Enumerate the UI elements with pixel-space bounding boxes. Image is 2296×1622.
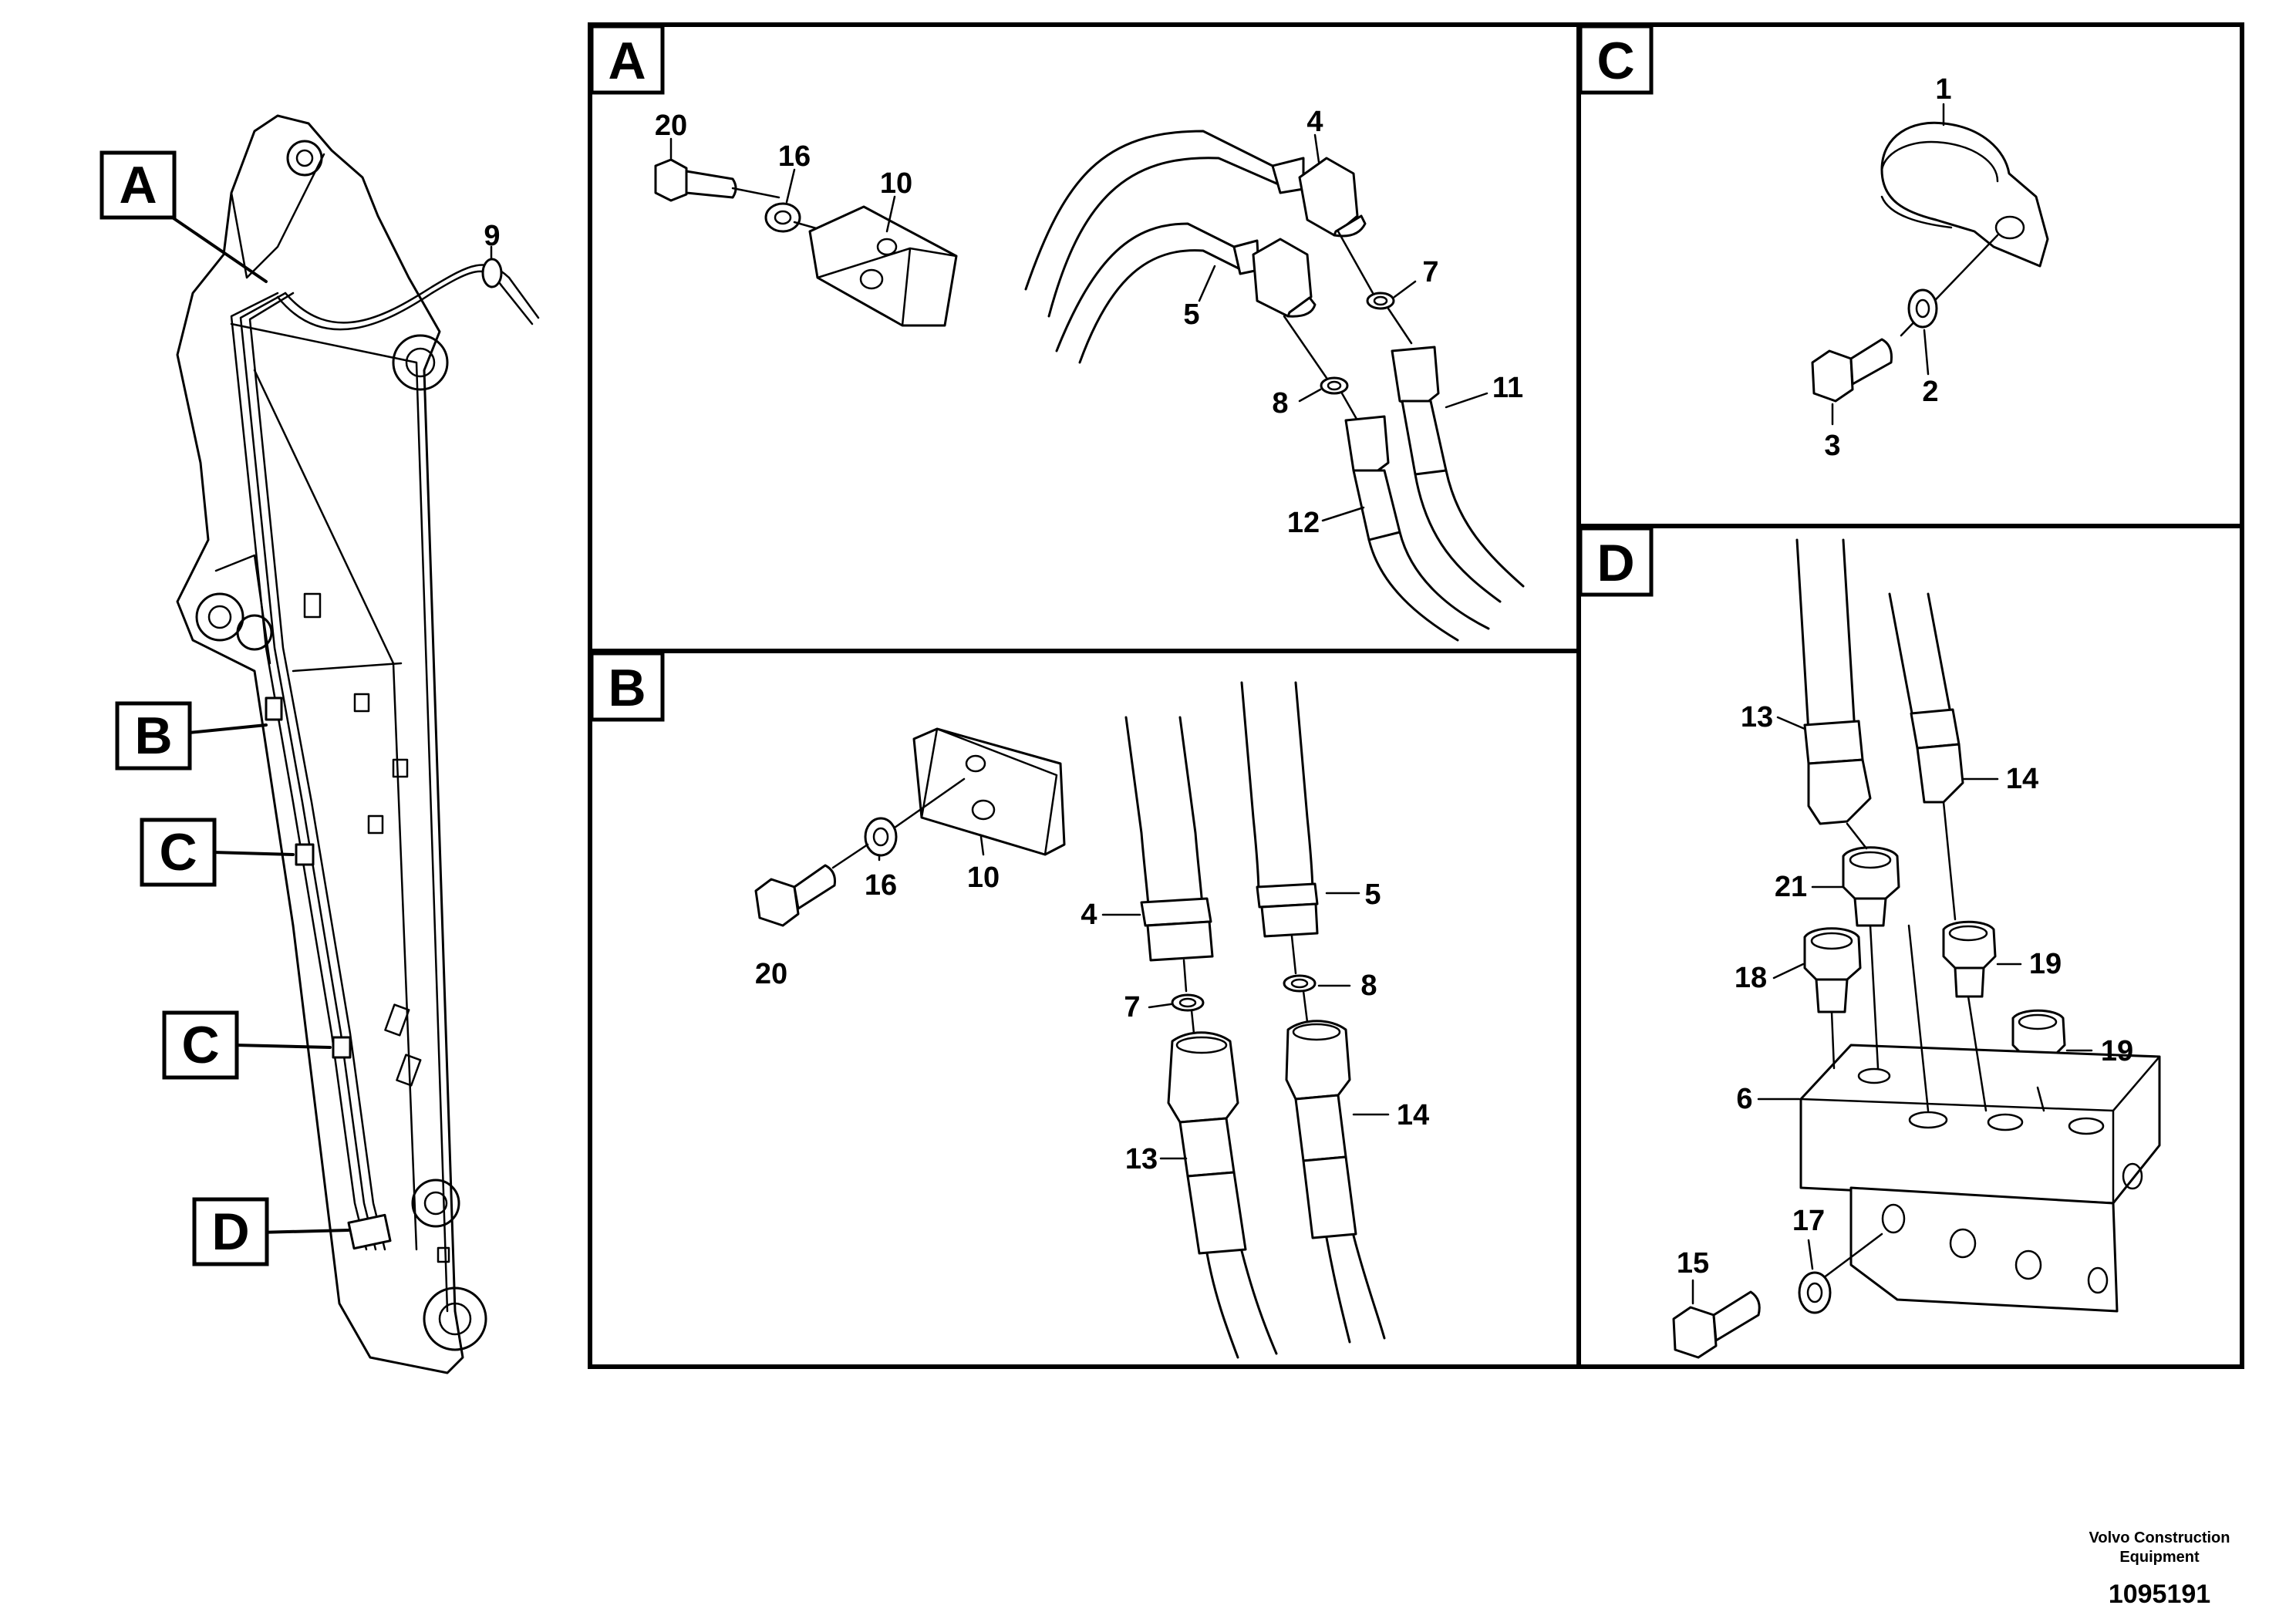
panel-b-part-8: 8 [1360,969,1377,1002]
overview-label-c-upper: C [159,823,197,882]
panel-b-part-5: 5 [1364,878,1381,911]
panel-d-part-21: 21 [1775,871,1807,903]
panel-d-label: D [1596,534,1634,592]
panel-b-part-20: 20 [755,958,787,990]
panel-c-part-3: 3 [1824,430,1840,462]
panel-a-part-20: 20 [655,110,687,142]
panel-c-frame [1576,22,2244,528]
panel-a-part-5: 5 [1183,298,1199,331]
panel-d-part-14: 14 [2006,763,2038,795]
boom-overview: A B C C D 9 [99,114,540,1374]
overview-label-a: A [119,156,157,214]
panel-d-part-15: 15 [1677,1247,1709,1280]
panel-a-part-12: 12 [1287,507,1320,539]
panel-c-part-2: 2 [1922,376,1938,408]
panel-a-part-8: 8 [1272,387,1288,420]
overview-label-d: D [211,1202,249,1261]
panel-a-detail: 20 16 10 4 5 7 8 11 12 [654,106,1525,642]
company-name-line2: Equipment [2119,1549,2200,1566]
panel-c-detail: 1 2 3 [1811,73,2049,462]
panel-b-part-4: 4 [1081,899,1097,931]
panel-c-part-1: 1 [1935,73,1951,106]
drawing-number: 1095191 [2109,1580,2210,1609]
panel-a-part-16: 16 [778,140,811,173]
panel-b-part-16: 16 [865,869,897,902]
panel-d-part-18: 18 [1735,962,1767,994]
panel-b-part-13: 13 [1125,1143,1158,1175]
panel-b-label: B [608,659,646,717]
panel-a-part-11: 11 [1492,372,1523,404]
panel-c-label: C [1596,32,1634,90]
panel-a-part-10: 10 [880,167,912,200]
panel-b-part-10: 10 [967,862,1000,894]
panel-d-detail: 13 14 21 18 19 19 6 17 15 [1672,538,2161,1359]
panel-d-part-13: 13 [1741,701,1773,733]
overview-label-b: B [134,706,172,765]
panel-d-part-19-upper: 19 [2029,948,2062,980]
panel-b-part-7: 7 [1124,991,1140,1023]
panel-d-part-17: 17 [1792,1205,1825,1237]
panel-b-detail: 10 16 20 4 5 7 8 13 14 [754,681,1429,1359]
panel-a-part-7: 7 [1422,256,1438,288]
overview-label-c-lower: C [181,1016,219,1074]
panel-d-part-6: 6 [1736,1083,1752,1115]
panel-d-frame [1576,524,2244,1369]
overview-part-9: 9 [484,220,500,252]
panel-b-part-14: 14 [1397,1099,1429,1131]
footer: Volvo Construction Equipment 1095191 [2089,1529,2230,1609]
panel-a-part-4: 4 [1306,106,1323,138]
company-name-line1: Volvo Construction [2089,1529,2230,1546]
panel-d-part-19-lower: 19 [2101,1035,2133,1067]
panel-a-label: A [608,32,646,90]
